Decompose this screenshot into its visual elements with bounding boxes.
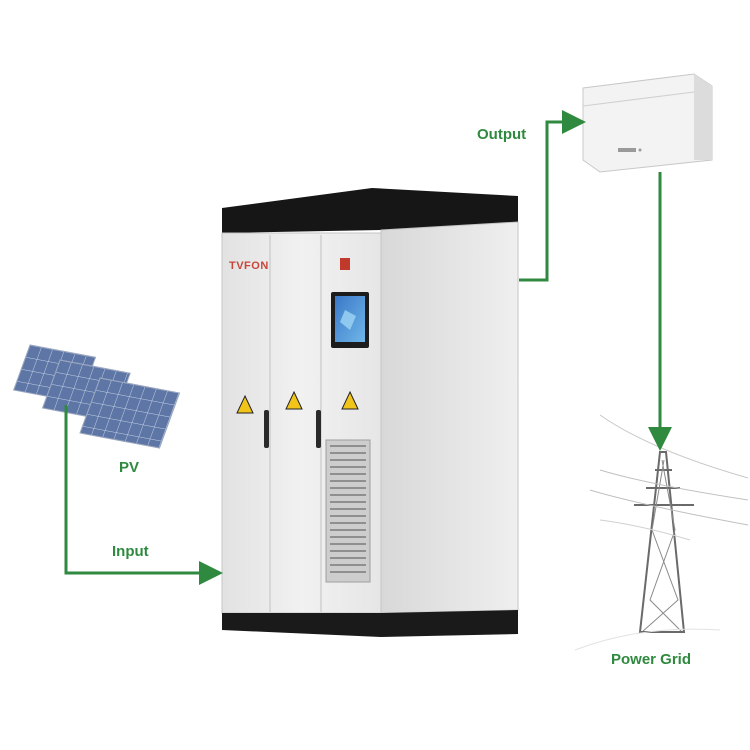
power-grid-label: Power Grid bbox=[611, 651, 692, 668]
input-label: Input bbox=[112, 543, 149, 560]
energy-storage-cabinet bbox=[221, 188, 519, 637]
input-arrow bbox=[64, 405, 223, 585]
brand-logo: TVFON bbox=[229, 260, 269, 272]
transmission-tower-icon bbox=[574, 414, 749, 651]
flow-arrows bbox=[64, 110, 672, 585]
high-voltage-warning-icon bbox=[236, 390, 359, 414]
vent-grille bbox=[330, 445, 366, 573]
output-arrow bbox=[519, 110, 586, 282]
output-label: Output bbox=[477, 126, 527, 143]
pv-label: PV bbox=[119, 459, 140, 476]
wall-mounted-meter-box bbox=[582, 73, 713, 173]
solar-panel-icon bbox=[12, 344, 181, 449]
